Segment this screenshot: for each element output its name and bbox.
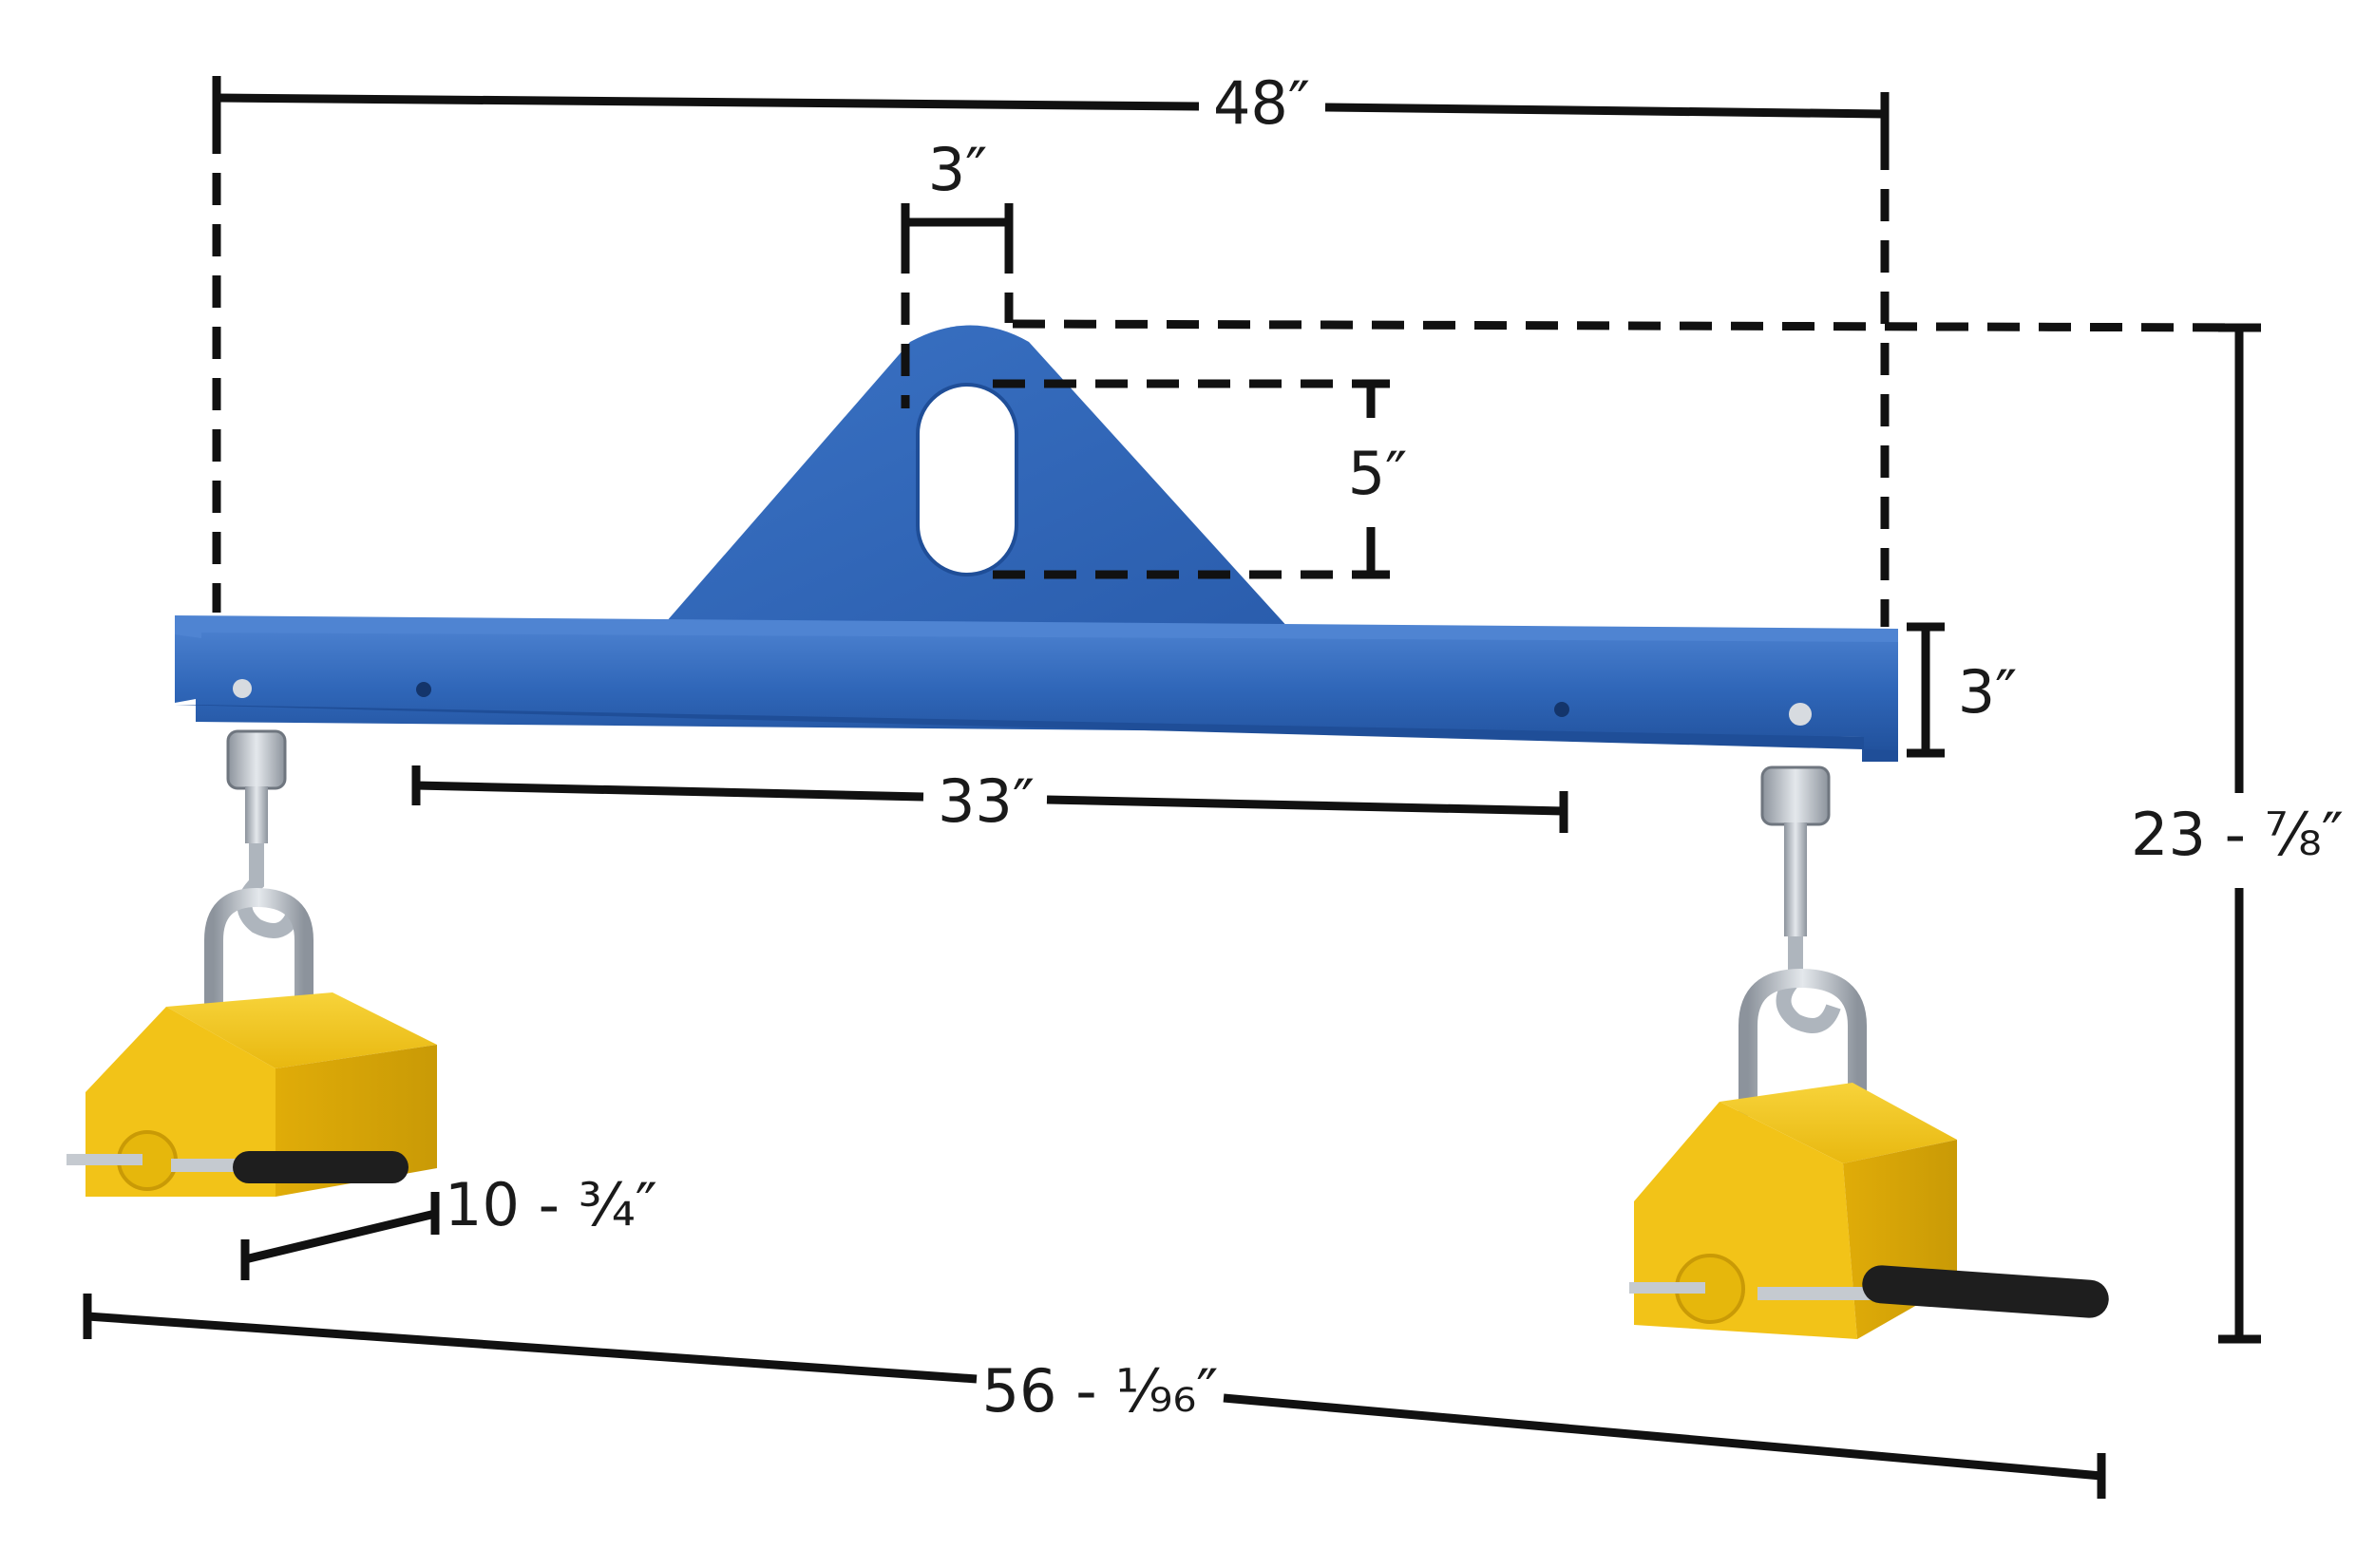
beam-hole <box>1789 703 1812 726</box>
label-hook-spacing: 33″ <box>938 766 1035 836</box>
magnet-bail <box>204 887 314 1026</box>
handle-rod <box>171 1159 242 1172</box>
right-lifting-magnet <box>1629 1083 2109 1339</box>
label-total-height: 23 - ⅞″ <box>2131 800 2344 869</box>
dim-line-hook-spacing <box>415 781 924 802</box>
beam-hole <box>1554 702 1569 717</box>
dim-line-overall-width <box>1324 103 1886 119</box>
label-magnet-length: 10 - ¾″ <box>445 1170 657 1239</box>
handle-rod <box>1758 1287 1872 1300</box>
magnet-top <box>166 992 437 1068</box>
label-eye-width: 3″ <box>928 135 988 204</box>
extension-line <box>1012 319 2262 332</box>
magnet-top <box>1720 1083 1957 1163</box>
swivel-stem <box>1784 822 1807 936</box>
beam-bottom-flange <box>175 705 1898 762</box>
dimension-labels: 48″ 3″ 5″ 3″ 33″ 23 - ⅞″ 10 - ¾″ 56 - ⅑₆… <box>445 68 2344 1426</box>
lifting-beam <box>175 325 1898 762</box>
beam-hole <box>416 682 431 697</box>
lifting-eye-slot <box>916 383 1018 576</box>
dim-line-overall-width <box>216 93 1200 111</box>
dim-line-magnet-length <box>243 1209 437 1264</box>
magnet-shaft <box>1629 1282 1705 1294</box>
dim-line-overall-length <box>1223 1393 2102 1481</box>
hook-icon <box>237 843 302 938</box>
right-hook-assembly <box>1738 765 1867 1135</box>
label-overall-length: 56 - ⅑₆″ <box>982 1356 1219 1426</box>
magnet-handle <box>233 1151 408 1183</box>
label-beam-height: 3″ <box>1958 657 2018 727</box>
dim-line-overall-length <box>86 1312 978 1384</box>
beam-top-flange <box>175 615 1898 642</box>
swivel-shackle <box>1760 765 1831 826</box>
swivel-shackle <box>226 729 287 790</box>
magnet-handle <box>1862 1265 2109 1318</box>
left-hook-assembly <box>204 729 314 1026</box>
left-lifting-magnet <box>66 992 437 1197</box>
beam-hole <box>233 679 252 698</box>
magnet-side <box>1843 1140 1957 1339</box>
magnet-bail <box>1738 968 1867 1135</box>
label-eye-height: 5″ <box>1348 439 1408 508</box>
dim-line-hook-spacing <box>1046 795 1565 816</box>
magnet-shaft <box>66 1154 142 1165</box>
beam-body <box>175 619 1898 762</box>
dimension-lines <box>83 76 2262 1499</box>
label-overall-width: 48″ <box>1213 68 1310 138</box>
swivel-stem <box>245 786 268 843</box>
